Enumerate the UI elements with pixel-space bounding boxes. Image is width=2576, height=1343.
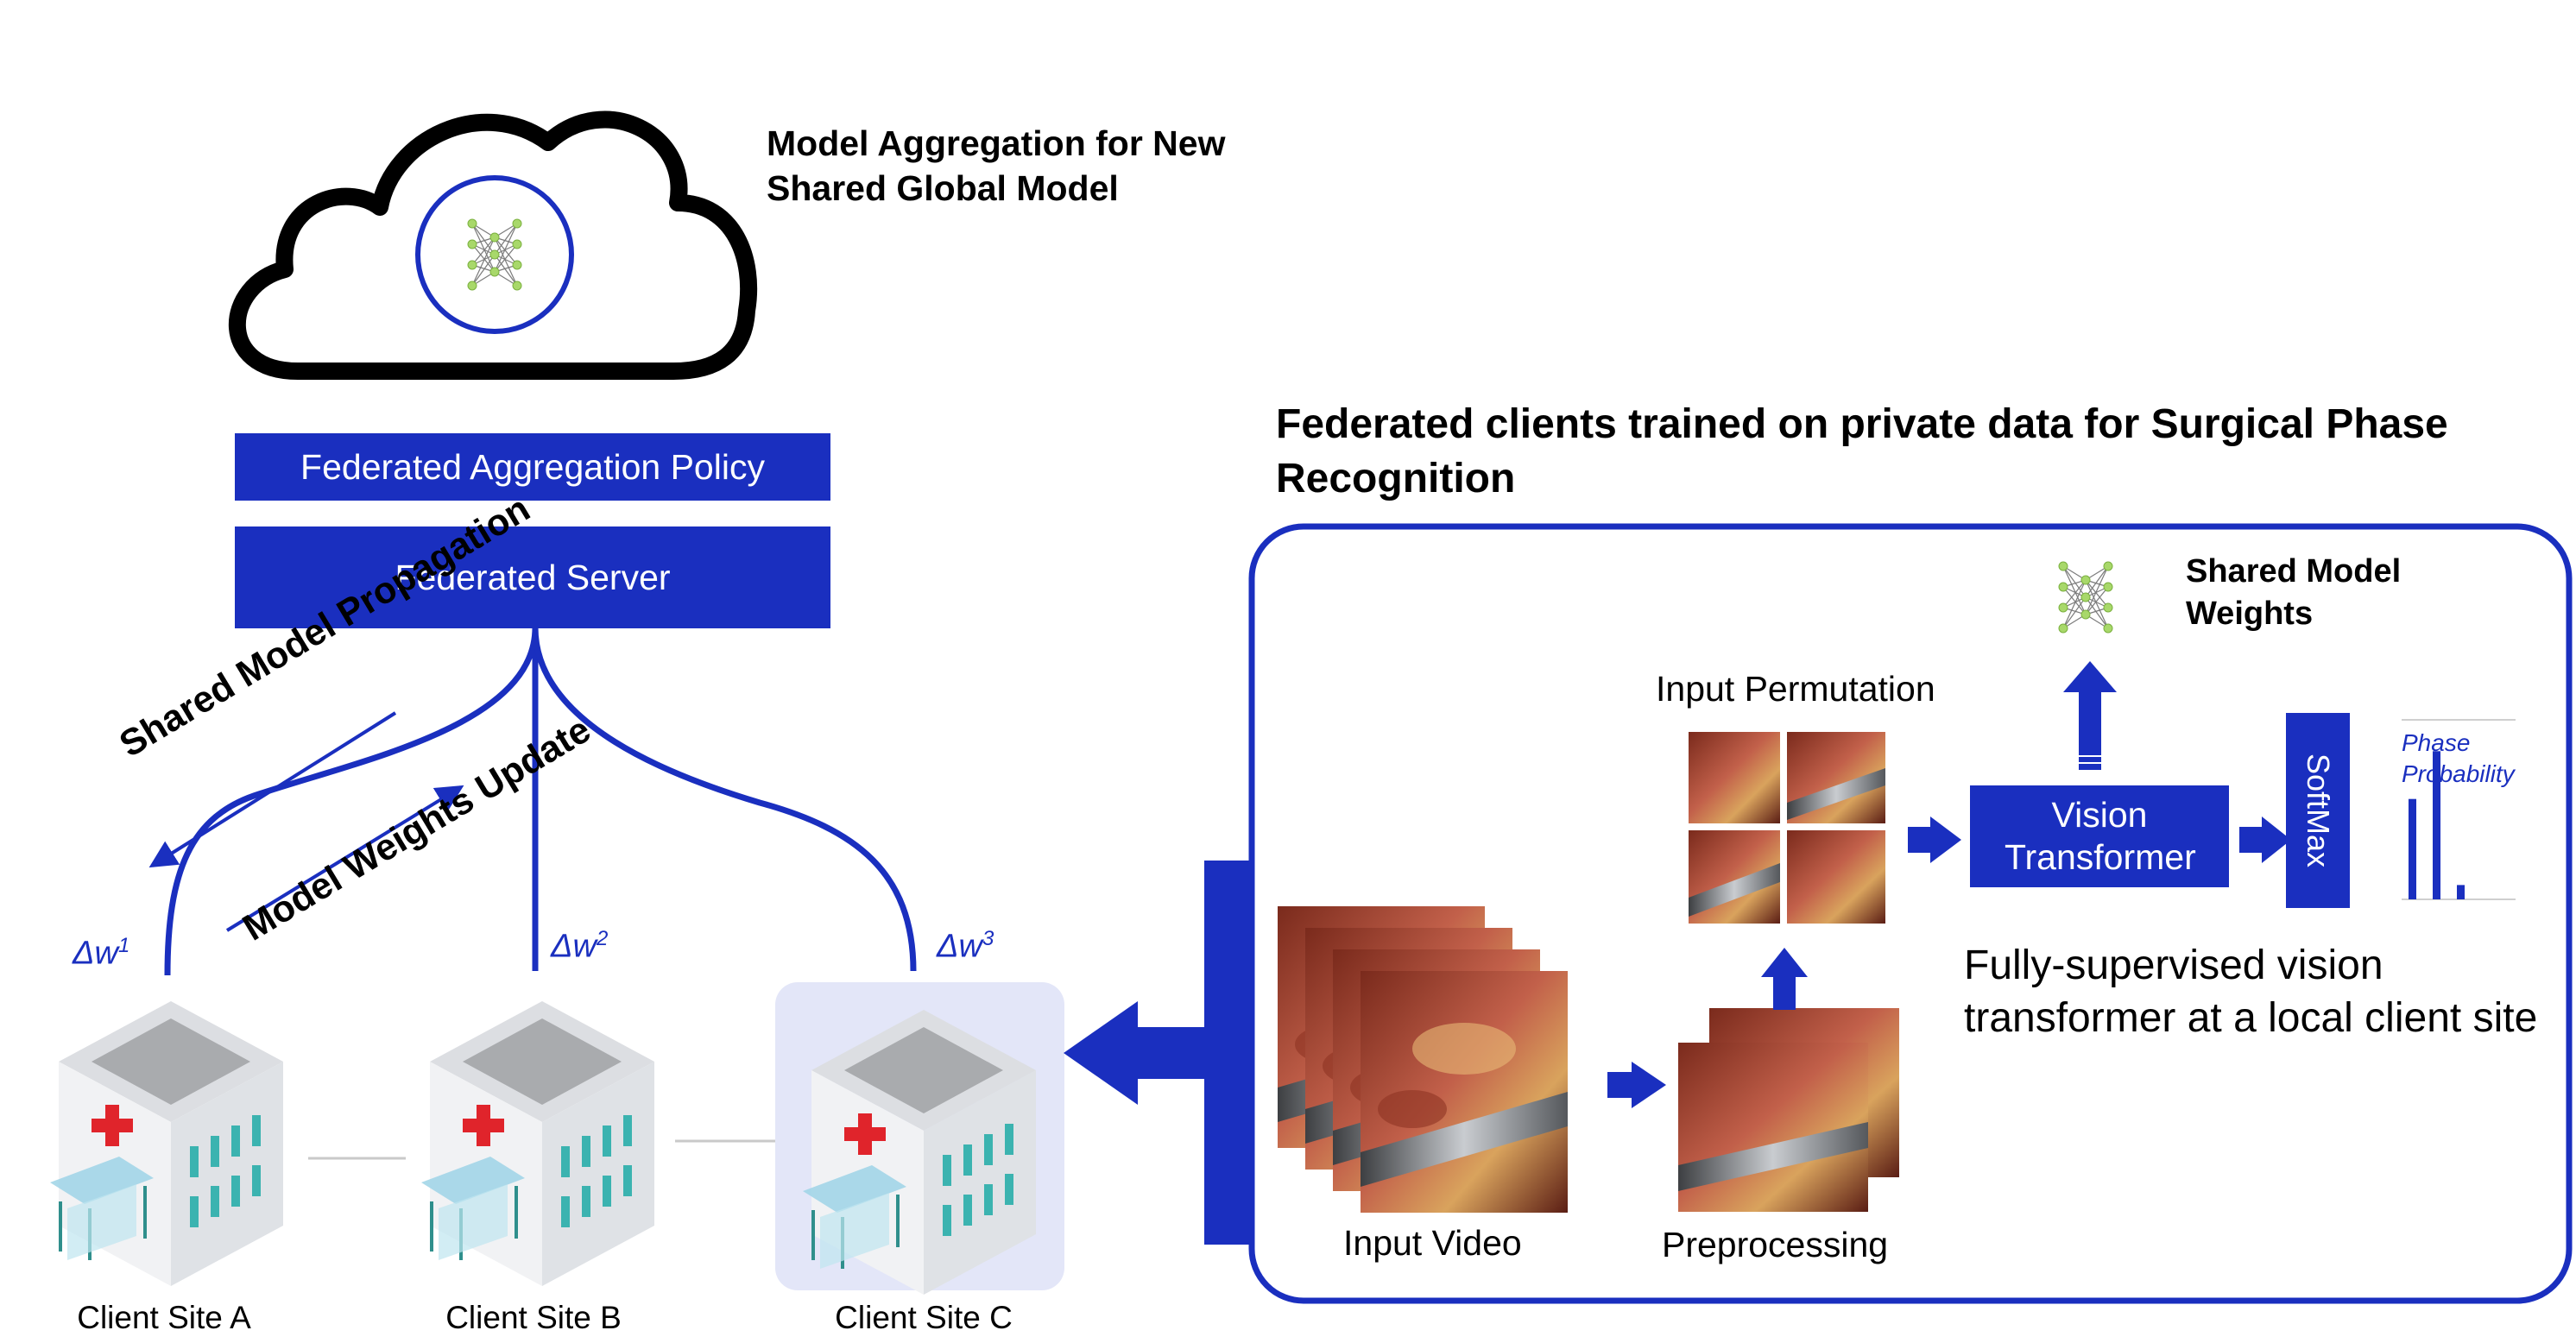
update-arrow xyxy=(225,785,464,932)
shared-weights-network-icon xyxy=(2058,561,2113,634)
phase-probability-bars xyxy=(2409,751,2465,899)
cloud-title: Model Aggregation for New Shared Global … xyxy=(767,123,1226,209)
panel-description: Fully-supervised vision transformer at a… xyxy=(1964,943,2538,1042)
shared-weights-label: Shared Model Weights xyxy=(2186,553,2402,633)
client-panel xyxy=(1248,523,2573,1304)
aggregation-policy-box: Federated Aggregation Policy xyxy=(235,433,830,501)
permutation-grid xyxy=(1689,732,1885,924)
input-video-stack xyxy=(1278,906,1568,1213)
client-site-c-label: Client Site C xyxy=(835,1300,1013,1335)
delta-w3: Δw3 xyxy=(937,927,994,965)
softmax-label: SoftMax xyxy=(2301,753,2337,868)
phase-bar-3 xyxy=(2457,885,2465,899)
client-b-building xyxy=(420,999,656,1288)
input-permutation-label: Input Permutation xyxy=(1656,669,1935,709)
softmax-box: SoftMax xyxy=(2286,713,2350,908)
aggregation-policy-label: Federated Aggregation Policy xyxy=(300,446,765,487)
federated-server-box: Federated Server xyxy=(235,526,830,628)
vision-transformer-label: Vision Transformer xyxy=(2005,794,2196,877)
propagation-arrow xyxy=(148,711,397,868)
client-site-a-label: Client Site A xyxy=(77,1300,251,1335)
server-client-links xyxy=(164,627,917,976)
preprocessing-label: Preprocessing xyxy=(1662,1225,1889,1264)
arrow-to-permutation xyxy=(1761,948,1808,1010)
vision-transformer-box: Vision Transformer xyxy=(1970,785,2229,887)
delta-w1: Δw1 xyxy=(73,934,130,972)
preprocessing-stack xyxy=(1678,1008,1899,1212)
phase-bar-2 xyxy=(2433,751,2440,899)
phase-probability-label: Phase Probability xyxy=(2402,729,2515,788)
client-a-building xyxy=(48,999,285,1288)
phase-bar-1 xyxy=(2409,798,2416,899)
federated-server-label: Federated Server xyxy=(395,557,671,597)
arrow-video-to-preprocessing xyxy=(1607,1062,1666,1108)
panel-title: Federated clients trained on private dat… xyxy=(1276,401,2448,502)
cloud-shape xyxy=(228,110,758,380)
panel-to-client-arrow xyxy=(1064,861,1249,1245)
input-video-label: Input Video xyxy=(1343,1223,1522,1263)
client-site-b-label: Client Site B xyxy=(445,1300,622,1335)
delta-w2: Δw2 xyxy=(551,927,609,965)
arrow-vt-to-softmax xyxy=(2239,817,2291,863)
arrow-to-shared-weights xyxy=(2063,661,2117,770)
arrow-permutation-to-vt xyxy=(1908,817,1961,863)
